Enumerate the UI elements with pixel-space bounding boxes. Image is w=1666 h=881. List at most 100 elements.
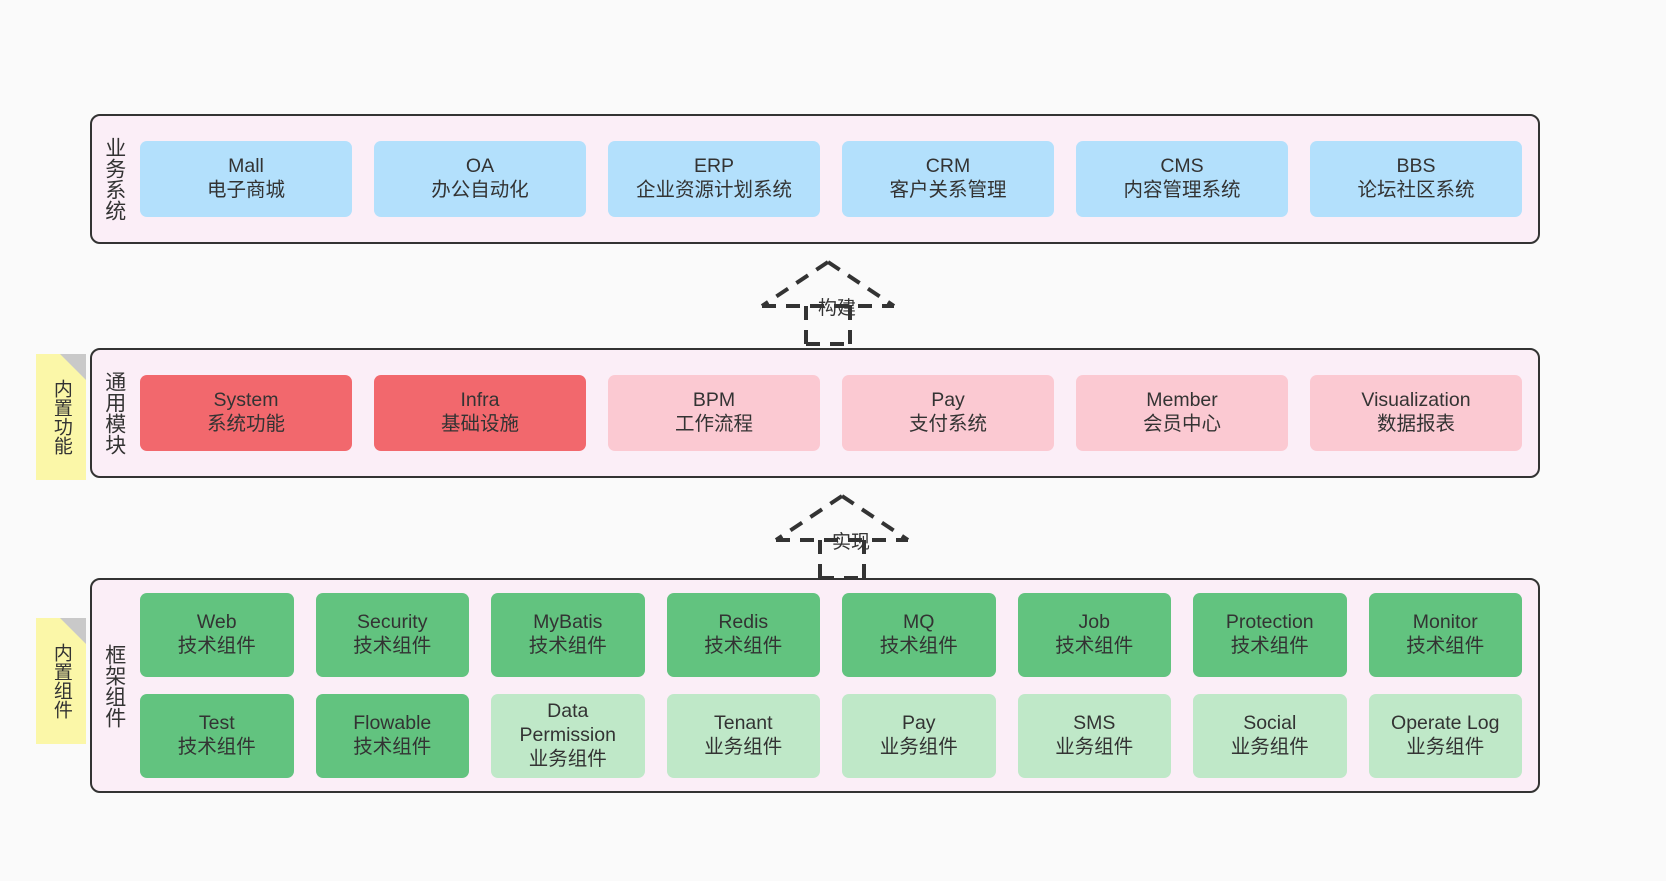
- card-title: Monitor: [1412, 611, 1478, 634]
- layer-title-framework-component: 框架组件: [102, 643, 126, 728]
- card-web[interactable]: Web 技术组件: [140, 593, 294, 677]
- card-title: Member: [1146, 389, 1218, 412]
- card-title: Data Permission: [519, 700, 616, 747]
- card-protection[interactable]: Protection 技术组件: [1193, 593, 1347, 677]
- card-job[interactable]: Job 技术组件: [1017, 593, 1171, 677]
- connector-implement-arrow: [772, 490, 912, 580]
- card-title: SMS: [1073, 712, 1116, 735]
- card-title: MyBatis: [533, 611, 603, 634]
- card-subtitle: 会员中心: [1142, 413, 1221, 435]
- card-subtitle: 客户关系管理: [889, 179, 1007, 201]
- layer-body-common-module: System 系统功能 Infra 基础设施 BPM 工作流程 Pay 支付系统…: [136, 350, 1538, 476]
- card-monitor[interactable]: Monitor 技术组件: [1368, 593, 1522, 677]
- note-fold-corner-icon: [60, 354, 86, 380]
- card-title: BPM: [692, 389, 736, 412]
- note-fold-corner-icon: [60, 618, 86, 644]
- note-builtin-components: 内置组件: [36, 618, 86, 744]
- card-sms[interactable]: SMS 业务组件: [1017, 694, 1171, 778]
- card-operate-log[interactable]: Operate Log 业务组件: [1368, 694, 1522, 778]
- card-subtitle: 业务组件: [879, 736, 958, 758]
- card-subtitle: 技术组件: [1055, 635, 1134, 657]
- card-infra[interactable]: Infra 基础设施: [374, 375, 586, 451]
- card-subtitle: 技术组件: [1230, 635, 1309, 657]
- card-title: Web: [196, 611, 237, 634]
- card-title: Mall: [228, 155, 264, 178]
- card-title: CRM: [925, 155, 971, 178]
- card-title: Infra: [460, 389, 500, 412]
- card-visualization[interactable]: Visualization 数据报表: [1310, 375, 1522, 451]
- card-title: Redis: [718, 611, 769, 634]
- card-title: Test: [198, 712, 235, 735]
- card-crm[interactable]: CRM 客户关系管理: [842, 141, 1054, 217]
- card-oa[interactable]: OA 办公自动化: [374, 141, 586, 217]
- card-subtitle: 技术组件: [1406, 635, 1485, 657]
- card-subtitle: 技术组件: [177, 736, 256, 758]
- card-row: Web 技术组件 Security 技术组件 MyBatis 技术组件 Redi…: [140, 593, 1522, 677]
- card-subtitle: 论坛社区系统: [1357, 179, 1475, 201]
- card-mall[interactable]: Mall 电子商城: [140, 141, 352, 217]
- card-row: System 系统功能 Infra 基础设施 BPM 工作流程 Pay 支付系统…: [140, 375, 1522, 451]
- card-test[interactable]: Test 技术组件: [140, 694, 294, 778]
- card-data-permission[interactable]: Data Permission 业务组件: [491, 694, 645, 778]
- card-title: OA: [465, 155, 495, 178]
- card-erp[interactable]: ERP 企业资源计划系统: [608, 141, 820, 217]
- card-subtitle: 数据报表: [1376, 413, 1455, 435]
- card-subtitle: 技术组件: [704, 635, 783, 657]
- note-builtin-features: 内置功能: [36, 354, 86, 480]
- card-subtitle: 工作流程: [674, 413, 753, 435]
- card-pay[interactable]: Pay 支付系统: [842, 375, 1054, 451]
- card-redis[interactable]: Redis 技术组件: [666, 593, 820, 677]
- card-social[interactable]: Social 业务组件: [1193, 694, 1347, 778]
- card-member[interactable]: Member 会员中心: [1076, 375, 1288, 451]
- card-bpm[interactable]: BPM 工作流程: [608, 375, 820, 451]
- layer-business-system: 业务系统 Mall 电子商城 OA 办公自动化 ERP 企业资源计划系统 CRM…: [90, 114, 1540, 244]
- card-security[interactable]: Security 技术组件: [315, 593, 469, 677]
- card-subtitle: 内容管理系统: [1123, 179, 1241, 201]
- card-title: Pay: [931, 389, 965, 412]
- card-subtitle: 技术组件: [353, 736, 432, 758]
- layer-framework-component: 框架组件 Web 技术组件 Security 技术组件 MyBatis 技术组件…: [90, 578, 1540, 793]
- card-subtitle: 业务组件: [704, 736, 783, 758]
- card-subtitle: 企业资源计划系统: [635, 179, 792, 201]
- card-tenant[interactable]: Tenant 业务组件: [666, 694, 820, 778]
- card-title: CMS: [1160, 155, 1204, 178]
- layer-body-business-system: Mall 电子商城 OA 办公自动化 ERP 企业资源计划系统 CRM 客户关系…: [136, 116, 1538, 242]
- card-title: System: [213, 389, 279, 412]
- card-bbs[interactable]: BBS 论坛社区系统: [1310, 141, 1522, 217]
- card-subtitle: 系统功能: [206, 413, 285, 435]
- card-subtitle: 办公自动化: [431, 179, 529, 201]
- card-subtitle: 业务组件: [528, 747, 607, 770]
- connector-build-label: 构建: [818, 298, 857, 319]
- card-flowable[interactable]: Flowable 技术组件: [315, 694, 469, 778]
- card-pay-business[interactable]: Pay 业务组件: [842, 694, 996, 778]
- card-cms[interactable]: CMS 内容管理系统: [1076, 141, 1288, 217]
- card-subtitle: 技术组件: [879, 635, 958, 657]
- layer-body-framework-component: Web 技术组件 Security 技术组件 MyBatis 技术组件 Redi…: [136, 580, 1538, 791]
- card-title: Tenant: [713, 712, 773, 735]
- connector-build-arrow: [758, 256, 898, 346]
- note-label: 内置功能: [50, 379, 72, 455]
- layer-title-common-module: 通用模块: [102, 371, 126, 455]
- card-title: Flowable: [353, 712, 432, 735]
- card-subtitle: 电子商城: [206, 179, 285, 201]
- card-subtitle: 技术组件: [353, 635, 432, 657]
- card-subtitle: 支付系统: [908, 413, 987, 435]
- card-title: Visualization: [1361, 389, 1471, 412]
- connector-implement-label: 实现: [832, 532, 871, 553]
- card-subtitle: 基础设施: [440, 413, 519, 435]
- layer-title-business-system: 业务系统: [102, 137, 126, 221]
- card-title: Operate Log: [1391, 712, 1500, 735]
- card-subtitle: 业务组件: [1055, 736, 1134, 758]
- card-subtitle: 技术组件: [177, 635, 256, 657]
- card-title: MQ: [903, 611, 935, 634]
- card-mybatis[interactable]: MyBatis 技术组件: [491, 593, 645, 677]
- card-title: ERP: [693, 155, 735, 178]
- card-title: Social: [1243, 712, 1297, 735]
- card-row: Mall 电子商城 OA 办公自动化 ERP 企业资源计划系统 CRM 客户关系…: [140, 141, 1522, 217]
- card-system[interactable]: System 系统功能: [140, 375, 352, 451]
- layer-common-module: 通用模块 System 系统功能 Infra 基础设施 BPM 工作流程 Pay…: [90, 348, 1540, 478]
- card-row: Test 技术组件 Flowable 技术组件 Data Permission …: [140, 694, 1522, 778]
- card-mq[interactable]: MQ 技术组件: [842, 593, 996, 677]
- card-title: Pay: [901, 712, 936, 735]
